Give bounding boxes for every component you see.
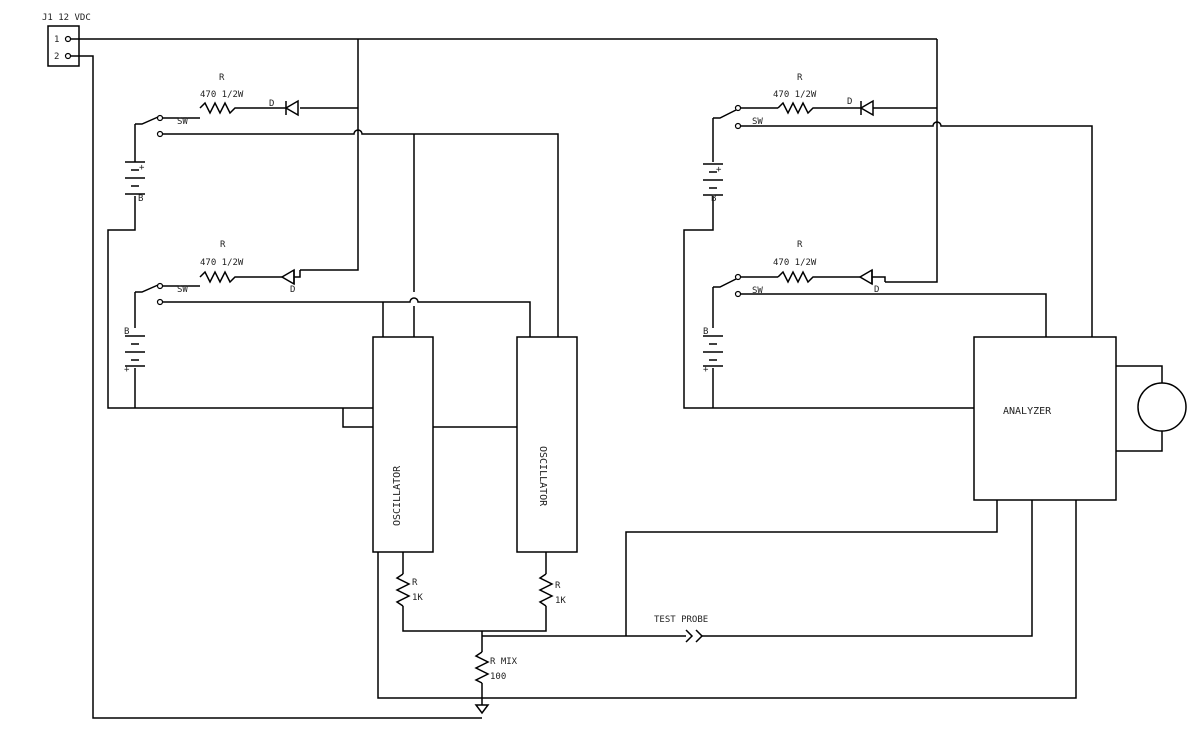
right-b2-label: B bbox=[703, 327, 708, 337]
right-r2-name: R bbox=[797, 240, 803, 250]
right-d2-diode-icon bbox=[858, 268, 886, 286]
left-b1-battery-icon: + bbox=[125, 161, 145, 195]
left-r2-resistor-icon bbox=[199, 270, 282, 284]
right-r1-value: 470 1/2W bbox=[773, 90, 817, 100]
svg-text:+: + bbox=[716, 165, 722, 175]
left-r1-value: 470 1/2W bbox=[200, 90, 244, 100]
left-sw2-switch-icon bbox=[135, 282, 164, 306]
connector-pin1: 1 bbox=[54, 35, 59, 45]
left-b1-label: B bbox=[138, 194, 143, 204]
connector-label: J1 12 VDC bbox=[42, 13, 91, 23]
r-mix-value: 100 bbox=[490, 672, 506, 682]
right-d1-label: D bbox=[847, 97, 852, 107]
oscillator-1-box bbox=[372, 336, 434, 553]
connector-j1 bbox=[47, 25, 80, 67]
svg-text:+: + bbox=[124, 365, 130, 375]
right-sw2-label: SW bbox=[752, 286, 763, 296]
r-osc2-resistor-icon bbox=[538, 573, 554, 607]
right-r2-value: 470 1/2W bbox=[773, 258, 817, 268]
r-osc1-value: 1K bbox=[412, 593, 423, 603]
right-d2-label: D bbox=[874, 285, 879, 295]
svg-text:+: + bbox=[703, 365, 709, 375]
left-r1-name: R bbox=[219, 73, 225, 83]
wires bbox=[71, 38, 1163, 719]
right-sw1-label: SW bbox=[752, 117, 763, 127]
left-d2-diode-icon bbox=[280, 268, 301, 286]
r-mix-name: R MIX bbox=[490, 657, 518, 667]
r-osc2-name: R bbox=[555, 581, 561, 591]
oscillator-1-label: OSCILLATOR bbox=[392, 465, 403, 526]
right-r2-resistor-icon bbox=[777, 270, 860, 284]
test-probe-label: TEST PROBE bbox=[654, 615, 708, 625]
right-r1-name: R bbox=[797, 73, 803, 83]
right-b2-battery-icon: + bbox=[703, 335, 723, 375]
left-r1-resistor-icon bbox=[199, 101, 282, 115]
right-sw2-switch-icon bbox=[713, 273, 742, 298]
r-osc1-resistor-icon bbox=[395, 573, 411, 607]
left-sw2-label: SW bbox=[177, 285, 188, 295]
left-d1-diode-icon bbox=[282, 99, 299, 117]
left-b2-label: B bbox=[124, 327, 129, 337]
svg-text:+: + bbox=[139, 163, 145, 173]
analyzer-box bbox=[973, 336, 1117, 501]
left-d2-label: D bbox=[290, 285, 295, 295]
test-probe-icon bbox=[685, 629, 704, 643]
connector-pin2: 2 bbox=[54, 52, 59, 62]
left-d1-label: D bbox=[269, 99, 274, 109]
left-r2-value: 470 1/2W bbox=[200, 258, 244, 268]
left-r2-name: R bbox=[220, 240, 226, 250]
left-sw1-label: SW bbox=[177, 117, 188, 127]
right-b1-label: B bbox=[711, 194, 716, 204]
oscillator-2-label: OSCILLATOR bbox=[537, 446, 548, 507]
right-sw1-switch-icon bbox=[713, 104, 742, 130]
ground-icon bbox=[474, 704, 490, 715]
r-osc1-name: R bbox=[412, 578, 418, 588]
meter-icon bbox=[1137, 382, 1187, 432]
left-b2-battery-icon: + bbox=[124, 335, 145, 375]
oscillator-2-box bbox=[516, 336, 578, 553]
left-sw1-switch-icon bbox=[135, 114, 164, 138]
r-mix-resistor-icon bbox=[474, 651, 490, 684]
analyzer-label: ANALYZER bbox=[1003, 406, 1052, 417]
right-r1-resistor-icon bbox=[777, 101, 857, 115]
right-d1-diode-icon bbox=[857, 99, 885, 117]
r-osc2-value: 1K bbox=[555, 596, 566, 606]
right-b1-battery-icon: + bbox=[703, 163, 723, 196]
